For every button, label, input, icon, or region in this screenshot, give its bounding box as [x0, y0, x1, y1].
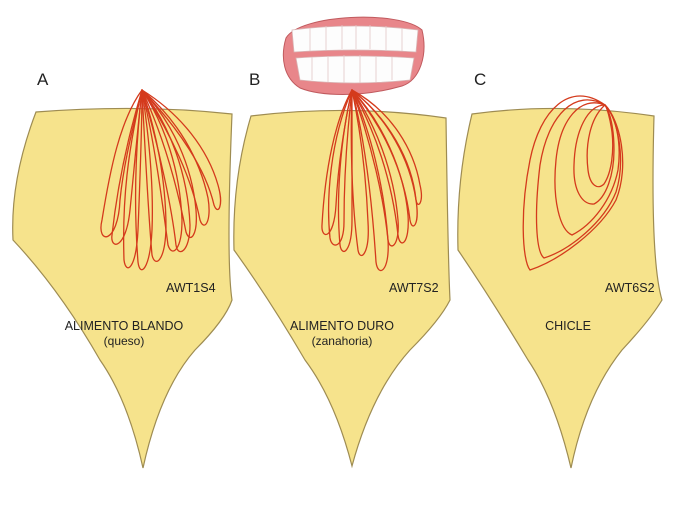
food-label-c: CHICLE — [545, 319, 591, 333]
food-label-b: ALIMENTO DURO — [290, 319, 394, 333]
teeth-icon — [283, 17, 424, 94]
food-label-a: ALIMENTO BLANDO — [65, 319, 184, 333]
session-code-a: AWT1S4 — [166, 281, 216, 295]
panel-letter-b: B — [249, 70, 260, 89]
panel-letter-c: C — [474, 70, 486, 89]
panel-c: C AWT6S2 CHICLE — [458, 70, 662, 468]
panel-b: B AWT7S2 ALIMENTO DURO (zanahoria) — [234, 70, 450, 466]
food-sub-label-a: (queso) — [104, 334, 145, 348]
panel-letter-a: A — [37, 70, 49, 89]
panel-a: A AWT1S4 ALIMENTO BLANDO (queso) — [13, 70, 232, 468]
session-code-c: AWT6S2 — [605, 281, 655, 295]
session-code-b: AWT7S2 — [389, 281, 439, 295]
food-sub-label-b: (zanahoria) — [312, 334, 373, 348]
